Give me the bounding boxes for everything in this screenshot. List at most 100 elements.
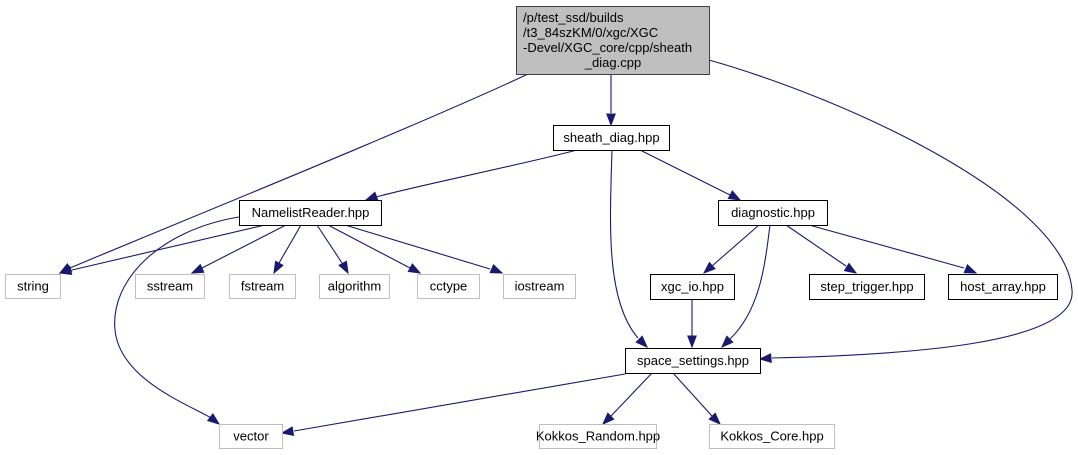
edge-space_settings-to-vector <box>280 373 626 436</box>
node-label: string <box>17 279 49 294</box>
node-kokkos-random: Kokkos_Random.hpp <box>536 424 660 449</box>
arrowhead-icon <box>273 260 284 275</box>
node-cctype: cctype <box>417 274 480 299</box>
node-box <box>553 125 670 151</box>
edge-root-to-sheath_diag <box>606 74 616 127</box>
node-root[interactable]: /p/test_ssd/builds/t3_84szKM/0/xgc/XGC-D… <box>516 6 710 75</box>
node-label: host_array.hpp <box>960 279 1046 294</box>
edge-namelist-to-iostream <box>344 224 504 274</box>
arrowhead-icon <box>687 335 697 349</box>
node-label: NamelistReader.hpp <box>252 205 370 220</box>
node-label: diagnostic.hpp <box>731 205 815 220</box>
arrowhead-icon <box>727 190 742 201</box>
node-namelist[interactable]: NamelistReader.hpp <box>239 200 382 226</box>
edge-space_settings-to-kokkos_random <box>602 372 653 425</box>
edge-line <box>293 373 626 432</box>
arrowhead-icon <box>58 265 73 275</box>
node-label: Kokkos_Random.hpp <box>536 429 660 444</box>
node-box <box>135 274 205 299</box>
node-box <box>539 424 657 449</box>
edge-line <box>808 224 965 269</box>
node-label: Kokkos_Core.hpp <box>720 429 823 444</box>
node-box <box>229 274 296 299</box>
edges-layer <box>58 59 1073 436</box>
node-box <box>718 200 828 226</box>
edge-namelist-to-fstream <box>273 224 302 275</box>
arrowhead-icon <box>963 264 978 274</box>
edge-diagnostic-to-step_trigger <box>785 224 858 274</box>
node-label: -Devel/XGC_core/cpp/sheath <box>523 40 692 55</box>
edge-namelist-to-vector <box>114 216 240 425</box>
node-box <box>5 274 61 299</box>
node-sheath-diag[interactable]: sheath_diag.hpp <box>553 125 670 151</box>
node-label: xgc_io.hpp <box>661 279 724 294</box>
edge-line <box>639 149 731 196</box>
edge-sheath_diag-to-space_settings <box>609 149 648 348</box>
node-host-array[interactable]: host_array.hpp <box>948 274 1058 300</box>
node-label: step_trigger.hpp <box>820 279 913 294</box>
node-step-trigger[interactable]: step_trigger.hpp <box>809 274 925 300</box>
nodes-layer: /p/test_ssd/builds/t3_84szKM/0/xgc/XGC-D… <box>5 6 1058 449</box>
node-label: sstream <box>147 279 193 294</box>
edge-line <box>711 224 760 267</box>
node-label: /p/test_ssd/builds <box>523 10 624 25</box>
node-label: vector <box>233 429 269 444</box>
node-box <box>709 424 835 449</box>
edge-line <box>69 73 529 269</box>
node-space-settings[interactable]: space_settings.hpp <box>625 348 761 374</box>
node-box <box>219 424 283 449</box>
arrowhead-icon <box>364 191 379 201</box>
node-box <box>417 274 480 299</box>
edge-line <box>344 224 491 270</box>
arrowhead-icon <box>721 335 734 348</box>
node-label: fstream <box>241 279 284 294</box>
node-label: _diag.cpp <box>584 55 641 70</box>
edge-line <box>785 224 847 267</box>
node-box <box>319 274 390 299</box>
arrowhead-icon <box>843 262 858 274</box>
node-string: string <box>5 274 61 299</box>
node-diagnostic[interactable]: diagnostic.hpp <box>718 200 828 226</box>
node-kokkos-core: Kokkos_Core.hpp <box>709 424 835 449</box>
node-vector: vector <box>219 424 283 449</box>
arrowhead-icon <box>758 353 772 363</box>
edge-diagnostic-to-space_settings <box>721 224 771 348</box>
edge-namelist-to-string <box>58 224 266 275</box>
edge-line <box>708 59 1073 359</box>
arrowhead-icon <box>489 264 504 274</box>
edge-diagnostic-to-xgc_io <box>702 224 760 274</box>
node-box <box>809 274 925 300</box>
edge-namelist-to-sstream <box>190 224 287 274</box>
edge-sheath_diag-to-namelist <box>364 149 578 201</box>
edge-line <box>672 372 713 417</box>
node-box <box>503 274 576 299</box>
edge-line <box>201 224 287 269</box>
edge-line <box>114 216 240 419</box>
node-label: space_settings.hpp <box>637 353 749 368</box>
edge-line <box>71 224 266 271</box>
node-label: cctype <box>430 279 468 294</box>
arrowhead-icon <box>602 412 615 425</box>
edge-space_settings-to-kokkos_core <box>672 372 721 425</box>
edge-root-to-space_settings <box>708 59 1073 363</box>
arrowhead-icon <box>206 413 221 425</box>
node-label: iostream <box>515 279 565 294</box>
node-box <box>650 274 735 300</box>
node-label: algorithm <box>328 279 381 294</box>
node-label: /t3_84szKM/0/xgc/XGC <box>523 25 658 40</box>
edge-line <box>278 224 302 264</box>
arrowhead-icon <box>635 335 648 348</box>
node-box <box>239 200 382 226</box>
arrowhead-icon <box>606 113 616 127</box>
arrowhead-icon <box>280 426 295 436</box>
edge-line <box>609 149 639 339</box>
node-fstream: fstream <box>229 274 296 299</box>
node-box <box>948 274 1058 300</box>
edge-root-to-string <box>58 73 529 274</box>
edge-line <box>729 224 771 340</box>
node-label: sheath_diag.hpp <box>563 130 659 145</box>
edge-xgc_io-to-space_settings <box>687 299 697 349</box>
arrowhead-icon <box>407 263 422 274</box>
node-xgc-io[interactable]: xgc_io.hpp <box>650 274 735 300</box>
edge-line <box>610 372 653 417</box>
